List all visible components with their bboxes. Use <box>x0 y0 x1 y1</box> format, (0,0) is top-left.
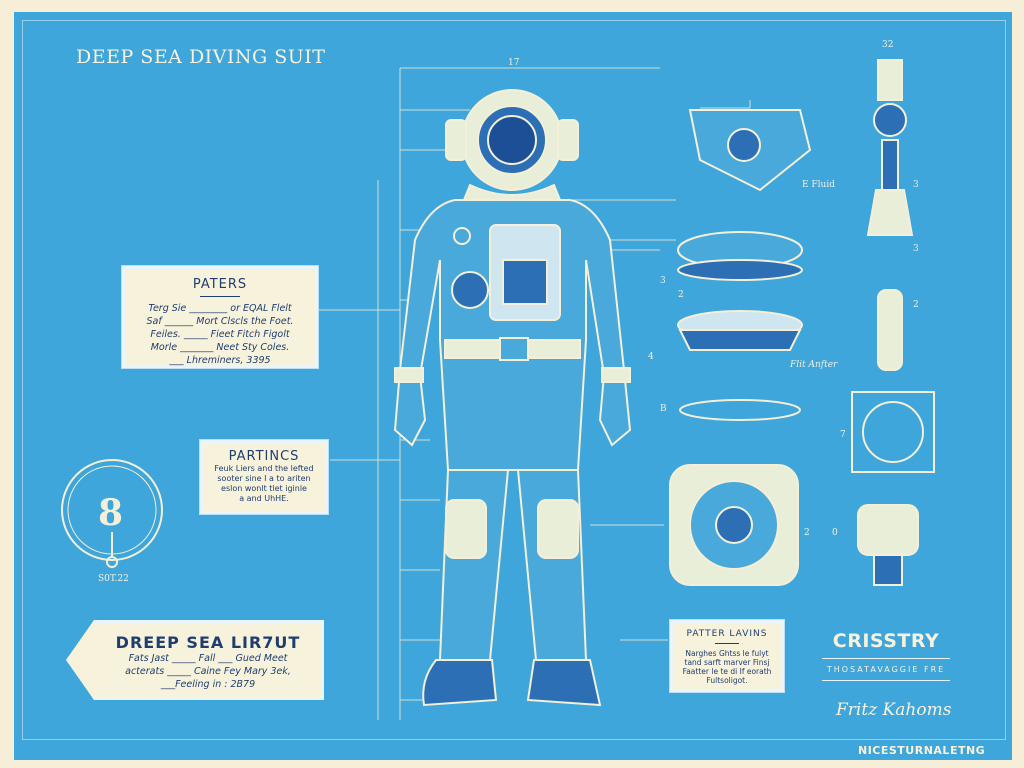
poster-title: DEEP SEA DIVING SUIT <box>76 46 326 68</box>
part-label: 4 <box>648 352 654 362</box>
paters-heading: PATERS <box>192 277 248 292</box>
patter-lavins-heading: PATTER LAVINS <box>686 629 768 639</box>
lirtut-heading: DREEP SEA LIR7UT <box>115 633 301 652</box>
partincs-card: PARTINCS Feuk Liers and the lefted soote… <box>199 439 329 515</box>
suit-legs <box>422 469 602 707</box>
part-vertical-fitting <box>866 59 914 371</box>
part-label: 3 <box>913 180 919 190</box>
part-label: 0 <box>832 528 838 538</box>
patter-lavins-line: Narghes Ghtss le fulyt <box>685 649 769 658</box>
part-label: E Fluid <box>802 180 835 190</box>
part-label: B <box>660 404 667 414</box>
brand-block: CRISSTRY THOSATAVAGGIE FRE <box>822 630 950 681</box>
lirtut-line: ___Feeling in : 2B79 <box>160 679 256 690</box>
partincs-line: Feuk Liers and the lefted <box>214 464 314 473</box>
partincs-line: sooter sine I a to ariten <box>217 474 311 483</box>
paters-card: PATERS Terg Sie ________ or EQAL Flelt S… <box>121 265 319 369</box>
patter-lavins-line: Faatter le te di If eorath <box>682 667 772 676</box>
paters-line: Terg Sie ________ or EQAL Flelt <box>148 303 292 314</box>
part-label: 3 <box>913 244 919 254</box>
corner-label: 32 <box>882 40 894 50</box>
part-disc-upper <box>677 231 803 281</box>
divider <box>715 643 739 644</box>
suit-body <box>393 199 632 471</box>
paters-line: Feiles. _____ Fieet Fitch Figolt <box>150 329 290 340</box>
lirtut-line: Fats Jast _____ Fall ___ Gued Meet <box>128 653 288 664</box>
part-label: 2 <box>804 528 810 538</box>
signature: Fritz Kahoms <box>836 700 952 720</box>
brand-subtitle: THOSATAVAGGIE FRE <box>822 658 950 681</box>
part-valve-assembly <box>688 109 812 192</box>
paters-line: Saf ______ Mort Clscls the Foet. <box>146 316 294 327</box>
patter-lavins-card: PATTER LAVINS Narghes Ghtss le fulyt tan… <box>669 619 785 693</box>
partincs-line: eslon wonlt tlet iginle <box>221 484 307 493</box>
part-label: Flit Anfter <box>790 360 838 370</box>
gauge-caption: S0T.22 <box>98 574 129 584</box>
part-label: 3 <box>660 276 666 286</box>
part-label: 7 <box>840 430 846 440</box>
patter-lavins-line: Fultsoligot. <box>706 676 748 685</box>
gauge-digit: 8 <box>98 492 124 534</box>
dimension-label-top: 17 <box>508 58 520 68</box>
part-compass-plate <box>851 391 935 473</box>
part-disc-lower <box>677 310 803 351</box>
lirtut-card: DREEP SEA LIR7UT Fats Jast _____ Fall __… <box>66 620 324 700</box>
part-label: 2 <box>678 290 684 300</box>
lirtut-line: acterats _____ Caine Fey Mary 3ek, <box>125 666 291 677</box>
helmet <box>445 89 579 211</box>
paters-line: ___ Lhreminers, 3395 <box>169 355 271 366</box>
brand-name: CRISSTRY <box>832 630 940 652</box>
footer-text: NICESTURNALETNG <box>858 744 986 757</box>
part-porthole-flange <box>669 464 799 586</box>
part-cylinder-valve <box>857 504 919 586</box>
gauge-dial <box>61 459 163 568</box>
divider <box>200 296 240 297</box>
patter-lavins-line: tand sarft marver Finsj <box>684 658 770 667</box>
partincs-heading: PARTINCS <box>228 449 300 464</box>
paters-line: Morle _______ Neet Sty Coles. <box>150 342 290 353</box>
partincs-line: a and UhHE. <box>239 494 289 503</box>
part-ring <box>679 399 801 421</box>
part-label: 2 <box>913 300 919 310</box>
